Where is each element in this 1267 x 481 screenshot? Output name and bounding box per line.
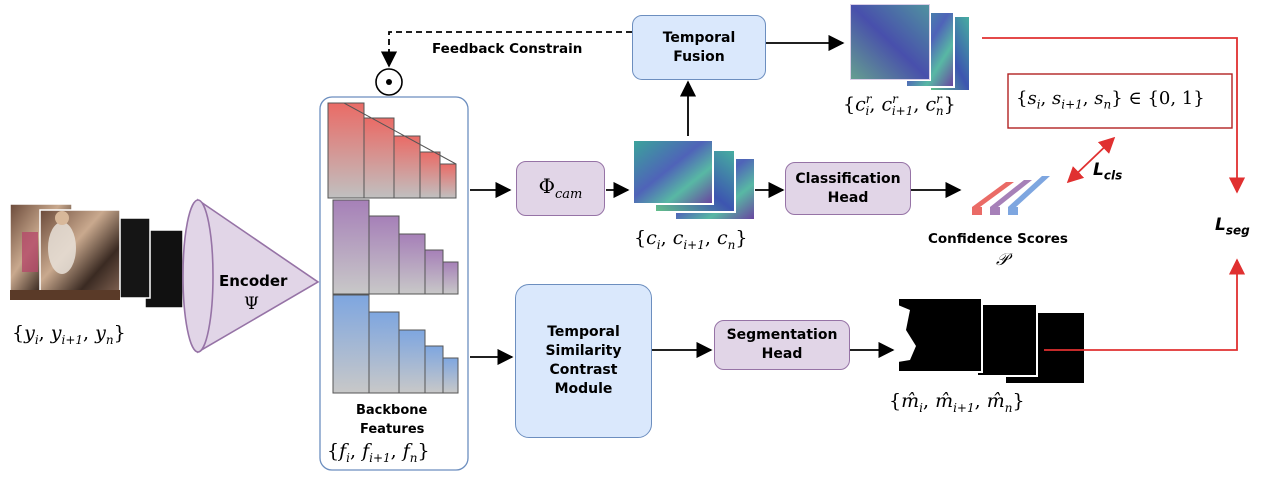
cam-maps bbox=[632, 139, 756, 221]
tscm-line1: Temporal bbox=[547, 324, 620, 341]
phi-cam-box: Φcam bbox=[516, 161, 605, 216]
classification-head-box: Classification Head bbox=[785, 162, 911, 215]
temporal-fusion-line1: Temporal bbox=[662, 29, 736, 46]
input-set-label: {yi, yi+1, yn} bbox=[12, 322, 126, 347]
confidence-scores-label: Confidence Scores bbox=[928, 231, 1068, 247]
tscm-box: Temporal Similarity Contrast Module bbox=[515, 284, 652, 438]
feature-pyramid-red bbox=[327, 102, 457, 199]
mask-set-label: {m̂i, m̂i+1, m̂n} bbox=[889, 390, 1025, 415]
feedback-label: Feedback Constrain bbox=[432, 41, 583, 57]
confidence-score-bars bbox=[972, 176, 1050, 215]
confidence-scores-symbol: 𝒫 bbox=[996, 250, 1009, 270]
feature-pyramid-blue bbox=[332, 294, 459, 394]
feedback-arrow bbox=[380, 31, 632, 68]
temporal-fusion-line2: Fusion bbox=[673, 48, 725, 65]
cam-set-label: {ci, ci+1, cn} bbox=[634, 227, 748, 252]
cls-loss-main: L bbox=[1093, 160, 1104, 180]
feature-set-label: {fi, fi+1, fn} bbox=[327, 440, 430, 465]
score-set-label: {si, si+1, sn} ∈ {0, 1} bbox=[1016, 88, 1205, 112]
backbone-label-line1: Backbone bbox=[356, 403, 428, 418]
phi-symbol: Φ bbox=[538, 174, 556, 199]
tscm-line2: Similarity bbox=[545, 343, 622, 360]
tscm-line4: Module bbox=[554, 380, 613, 397]
encoder-label: Encoder bbox=[219, 272, 288, 290]
seg-loss-label: Lseg bbox=[1215, 215, 1250, 237]
segmentation-head-box: Segmentation Head bbox=[714, 320, 850, 370]
phi-subscript: cam bbox=[555, 187, 583, 203]
predicted-masks bbox=[897, 297, 1086, 385]
classification-head-line1: Classification bbox=[795, 170, 901, 187]
cls-loss-label: Lcls bbox=[1093, 160, 1122, 182]
score-set-box bbox=[1007, 73, 1233, 129]
cls-loss-sub: cls bbox=[1103, 168, 1123, 183]
segmentation-head-line1: Segmentation bbox=[726, 327, 838, 344]
loss-arrows bbox=[982, 37, 1246, 351]
feature-pyramid-purple bbox=[332, 199, 459, 295]
temporal-fusion-box: Temporal Fusion bbox=[632, 15, 766, 80]
refined-cam-set-label: {cri, cri+1, crn} bbox=[843, 92, 956, 119]
input-frames bbox=[9, 203, 184, 309]
backbone-label-line2: Features bbox=[360, 422, 425, 437]
flow-arrows bbox=[470, 34, 962, 366]
encoder-shape bbox=[182, 198, 320, 354]
segmentation-head-line2: Head bbox=[761, 346, 803, 362]
encoder-symbol: Ψ bbox=[244, 294, 259, 314]
seg-loss-sub: seg bbox=[1225, 223, 1250, 238]
tscm-line3: Contrast bbox=[549, 362, 618, 378]
classification-head-line2: Head bbox=[827, 189, 869, 206]
refined-cam-maps bbox=[849, 3, 971, 92]
seg-loss-main: L bbox=[1215, 215, 1226, 235]
